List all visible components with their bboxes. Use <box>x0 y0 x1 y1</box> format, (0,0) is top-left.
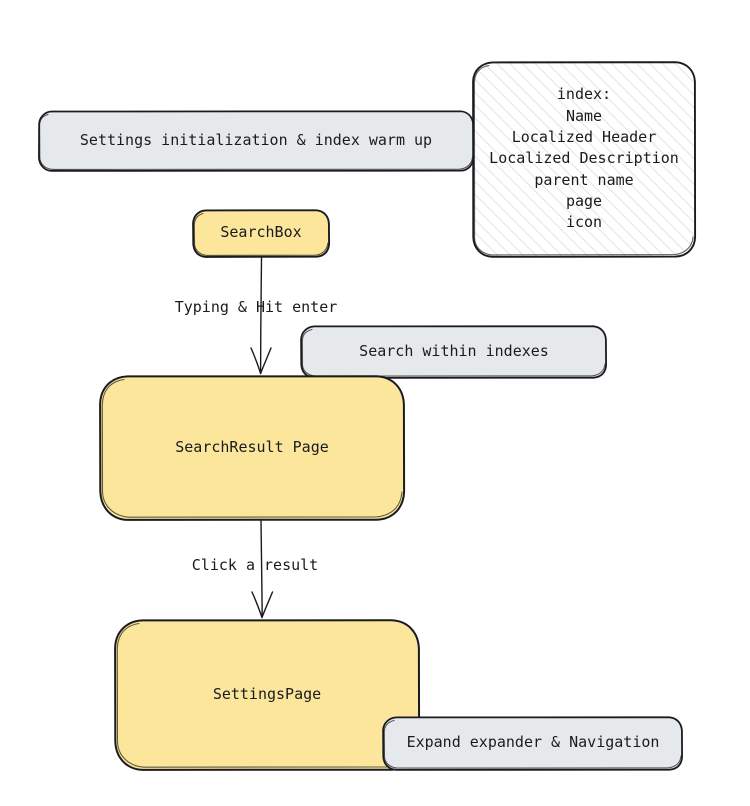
edge-searchresult-to-settingspage <box>251 520 274 619</box>
note-search-within-indexes[interactable] <box>301 325 607 378</box>
note-index-schema[interactable] <box>472 61 696 257</box>
note-settings-initialization[interactable] <box>38 110 474 171</box>
node-searchbox[interactable] <box>193 209 329 257</box>
note-expand-expander-navigation[interactable] <box>383 716 683 770</box>
edge-label-typing-hit-enter: Typing & Hit enter <box>174 298 338 316</box>
node-settingspage[interactable] <box>114 619 420 771</box>
node-searchresult-page[interactable] <box>99 375 405 521</box>
edge-label-click-a-result: Click a result <box>191 556 319 574</box>
edge-searchbox-to-searchresult <box>250 257 272 375</box>
